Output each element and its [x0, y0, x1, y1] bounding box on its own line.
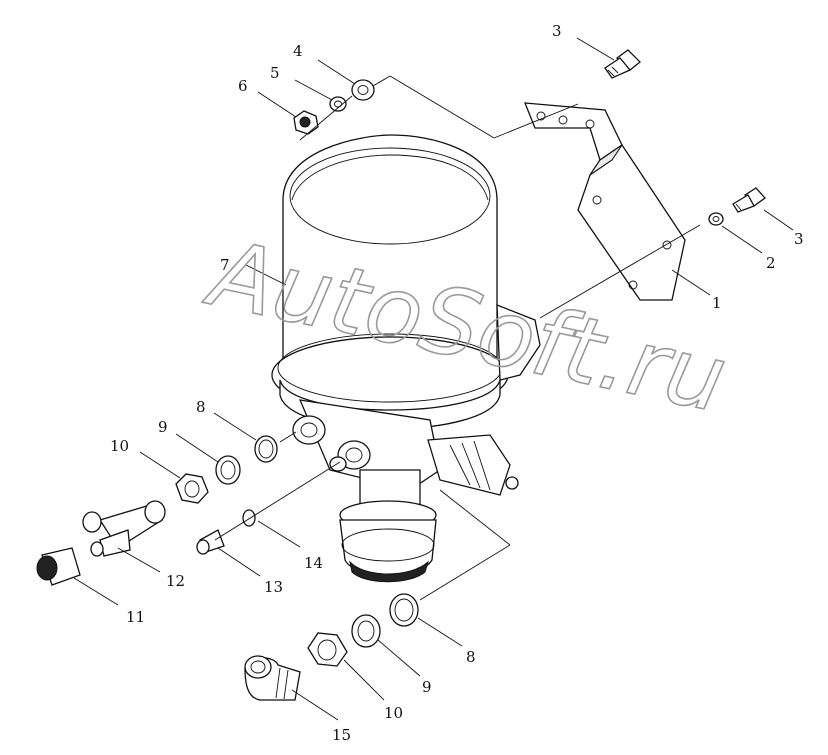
callout-9-upper: 9 — [158, 418, 168, 436]
drain-valve-11 — [36, 541, 104, 586]
callout-2: 2 — [766, 254, 776, 272]
nut-6 — [293, 110, 319, 135]
callout-12: 12 — [166, 572, 185, 590]
seal-9-lower — [351, 614, 381, 648]
leader-lines — [73, 37, 794, 721]
bolt-right — [732, 187, 766, 213]
nut-10-lower — [307, 632, 348, 667]
callout-11: 11 — [126, 608, 145, 626]
callout-5: 5 — [270, 64, 280, 82]
assembly-lines — [214, 75, 701, 601]
callout-7: 7 — [220, 256, 230, 274]
seal-14 — [242, 509, 256, 527]
callout-10-upper: 10 — [110, 437, 129, 455]
callout-3-right: 3 — [794, 230, 804, 248]
callout-13: 13 — [264, 578, 283, 596]
seal-9-upper — [215, 455, 241, 485]
washer-2 — [708, 212, 724, 226]
nut-10-upper — [175, 473, 209, 504]
washer-4 — [351, 79, 375, 101]
washer-5 — [329, 96, 347, 112]
callout-labels: 3 3 2 1 4 5 6 7 8 9 10 11 12 13 14 8 9 1… — [110, 22, 804, 744]
elbow-fitting-15 — [244, 655, 301, 701]
callout-9-lower: 9 — [422, 678, 432, 696]
callout-6: 6 — [238, 77, 248, 95]
plug-13 — [196, 529, 225, 555]
valve-housing — [292, 304, 541, 583]
seal-8-upper — [254, 435, 278, 463]
seal-8-lower — [389, 593, 419, 627]
callout-14: 14 — [304, 554, 323, 572]
callout-8-upper: 8 — [196, 398, 206, 416]
mounting-bracket — [524, 102, 686, 301]
bolt-top — [604, 49, 641, 79]
callout-8-lower: 8 — [466, 648, 476, 666]
callout-4: 4 — [293, 42, 303, 60]
callout-3-top: 3 — [552, 22, 562, 40]
callout-1: 1 — [712, 294, 722, 312]
tee-fitting-12 — [82, 500, 166, 557]
callout-15: 15 — [332, 726, 351, 744]
callout-10-lower: 10 — [384, 704, 403, 722]
